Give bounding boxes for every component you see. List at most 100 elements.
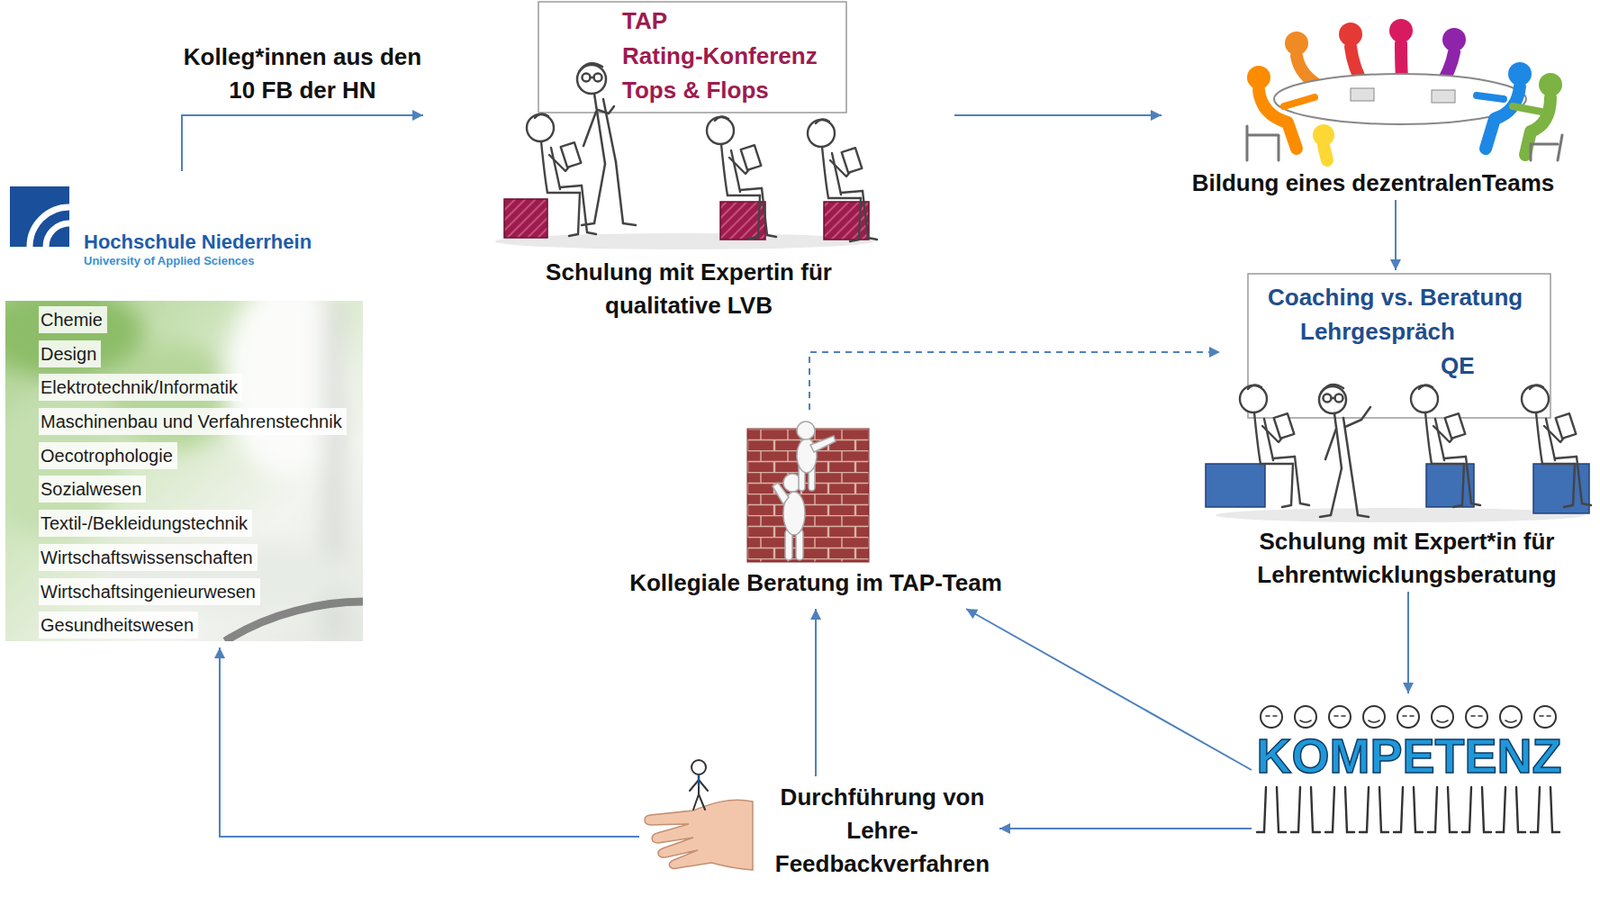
teacher-figure <box>578 63 603 73</box>
edge-label: Kolleg*innen aus den 10 FB der HN <box>167 40 438 108</box>
faculty-name: Maschinenbau und Verfahrenstechnik <box>38 407 347 435</box>
university-logo <box>29 207 70 247</box>
university-logo <box>29 207 70 247</box>
team-meeting <box>1247 86 1563 161</box>
faculty-name: Chemie <box>38 306 108 334</box>
team-meeting <box>1530 135 1563 161</box>
dashed-arrow <box>809 352 1221 410</box>
team-meeting <box>1284 31 1309 55</box>
step-caption: Durchführung von Lehre- Feedbackverfahre… <box>769 780 995 881</box>
whiteboard-text: QE <box>1440 348 1594 383</box>
team-meeting <box>1247 126 1279 161</box>
step-caption: Bildung eines dezentralenTeams <box>1161 166 1585 200</box>
teacher-figure <box>594 73 603 82</box>
team-meeting <box>1431 90 1456 103</box>
team-meeting <box>1476 95 1504 100</box>
flow-arrow <box>966 608 1252 770</box>
team-meeting <box>1338 22 1363 46</box>
whiteboard-scene <box>495 1 877 250</box>
hand-illustration <box>644 799 753 870</box>
brick-wall-climbers <box>747 421 869 562</box>
teacher-figure <box>1345 406 1371 427</box>
hand-illustration <box>644 759 753 870</box>
whiteboard-text: Coaching vs. Beratung <box>1267 280 1594 315</box>
team-meeting <box>1350 88 1375 101</box>
team-meeting <box>1247 65 1271 90</box>
competence-figures <box>1265 715 1551 723</box>
competence-figures <box>1363 705 1385 728</box>
whiteboard-scene <box>823 201 869 240</box>
flow-arrow <box>1407 591 1410 694</box>
whiteboard-scene <box>526 113 597 236</box>
whiteboard-scene <box>1239 384 1310 507</box>
competence-figures <box>1465 705 1488 728</box>
team-meeting <box>1538 72 1563 97</box>
teacher-figure <box>1335 394 1344 403</box>
team-meeting <box>1512 106 1542 112</box>
faculty-name: Elektrotechnik/Informatik <box>38 373 243 401</box>
teacher-figure <box>1319 384 1371 517</box>
teacher-figure <box>1330 466 1358 516</box>
teacher-figure <box>1334 413 1342 469</box>
faculty-photo <box>5 300 363 642</box>
competence-figures <box>1431 705 1454 728</box>
university-block: Hochschule NiederrheinUniversity of Appl… <box>7 171 327 272</box>
teacher-figure <box>594 162 624 224</box>
whiteboard-text: Tops & Flops <box>622 72 955 109</box>
flow-arrow <box>999 827 1252 830</box>
competence-figures <box>1397 705 1420 728</box>
team-meeting <box>1508 62 1532 86</box>
teacher-figure <box>597 106 615 114</box>
team-meeting <box>1247 18 1563 161</box>
teacher-figure <box>1331 397 1336 400</box>
team-meeting <box>1274 73 1527 125</box>
brick-wall-climbers <box>772 421 836 561</box>
team-step: Bildung eines dezentralenTeams <box>1161 9 1585 200</box>
university-name: Hochschule Niederrhein <box>83 230 327 254</box>
step-caption: Kollegiale Beratung im TAP-Team <box>608 566 1023 600</box>
faculty-name: Oecotrophologie <box>38 442 178 470</box>
step-caption: Schulung mit Expertin für qualitative LV… <box>508 255 869 323</box>
brick-wall-climbers <box>810 435 836 452</box>
teacher-figure <box>590 76 595 80</box>
whiteboard-text: TAP <box>622 3 955 39</box>
whiteboard-text: Lehrgespräch <box>1300 314 1594 349</box>
competence-step: KOMPETENZ <box>1251 693 1567 838</box>
peer-advice-step: Kollegiale Beratung im TAP-Team <box>608 409 1023 609</box>
team-meeting <box>1389 18 1413 43</box>
teacher-figure <box>583 111 597 146</box>
faculty-name: Wirtschaftsingenieurwesen <box>38 578 261 606</box>
brick-wall-climbers <box>747 428 869 562</box>
competence-figures <box>1260 705 1556 728</box>
competence-figures <box>1294 705 1317 728</box>
whiteboard-scene <box>807 118 877 242</box>
brick-wall-climbers <box>772 482 789 505</box>
brick-wall-climbers <box>796 421 815 440</box>
competence-lettering: KOMPETENZ <box>1251 727 1567 784</box>
training-step: Coaching vs. BeratungLehrgesprächQE Schul… <box>1220 270 1594 592</box>
teacher-figure <box>582 73 591 82</box>
faculty-name: Gesundheitswesen <box>38 611 199 639</box>
businessman-figure <box>689 774 708 810</box>
university-subtitle: University of Applied Sciences <box>83 253 327 269</box>
flow-arrow <box>181 115 424 172</box>
whiteboard-scene <box>504 198 548 238</box>
faculty-photo <box>225 601 363 642</box>
faculty-photo <box>5 300 352 642</box>
competence-figures <box>1534 705 1556 728</box>
competence-figures <box>1260 705 1283 728</box>
businessman-figure <box>689 759 708 810</box>
faculty-name: Wirtschaftswissenschaften <box>38 543 258 571</box>
step-caption: Schulung mit Expert*in für Lehrentwicklu… <box>1227 524 1588 592</box>
flow-arrow <box>1394 199 1397 271</box>
competence-figures <box>1500 705 1522 728</box>
whiteboard-scene <box>495 233 874 250</box>
faculty-name: Design <box>38 340 101 368</box>
feedback-step: Durchführung von Lehre- Feedbackverfahre… <box>639 776 1000 886</box>
team-meeting <box>1442 27 1466 52</box>
faculty-panel: ChemieDesignElektrotechnik/InformatikMas… <box>5 300 363 648</box>
training-step: TAPRating-KonferenzTops & FlopsSchulung … <box>423 5 955 323</box>
whiteboard-scene <box>1521 384 1591 507</box>
businessman-figure <box>697 775 701 786</box>
